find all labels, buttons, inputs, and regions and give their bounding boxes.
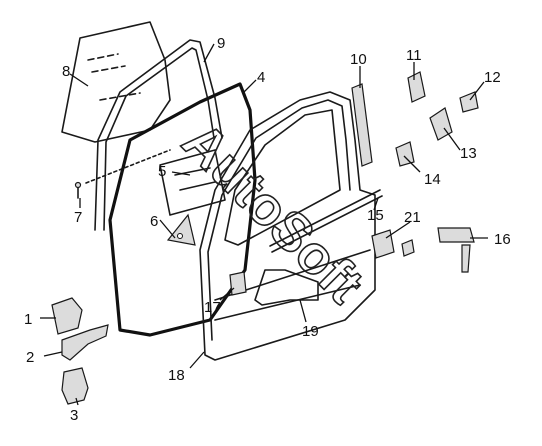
clip-part [74, 149, 171, 199]
plug-part [229, 271, 247, 296]
door-frame [199, 91, 376, 361]
label-16: 16 [494, 231, 511, 248]
label-3: 3 [70, 407, 78, 424]
label-4: 4 [257, 69, 265, 86]
label-13: 13 [460, 145, 477, 162]
lock-part-14 [395, 141, 415, 167]
outer-handle [371, 229, 415, 259]
hinge-upper [51, 297, 83, 335]
lock-cylinder [437, 227, 475, 273]
label-12: 12 [484, 69, 501, 86]
label-11: 11 [406, 47, 422, 64]
label-17: 17 [204, 299, 221, 316]
label-18: 18 [168, 367, 185, 384]
door-glass [61, 21, 171, 143]
bracket-part [166, 213, 196, 246]
label-1: 1 [24, 311, 32, 328]
label-19: 19 [302, 323, 319, 340]
label-2: 2 [26, 349, 34, 366]
label-14: 14 [424, 171, 441, 188]
door-check [61, 324, 109, 361]
label-7: 7 [74, 209, 82, 226]
label-5: 5 [158, 163, 166, 180]
label-15: 15 [367, 207, 384, 224]
lock-part-11 [407, 71, 426, 103]
hinge-lower [61, 367, 89, 405]
door-seal [108, 82, 257, 337]
label-10: 10 [350, 51, 367, 68]
belt-molding [269, 189, 383, 253]
label-9: 9 [217, 35, 225, 52]
label-8: 8 [62, 63, 70, 80]
side-mirror [254, 269, 319, 306]
trim-strip [351, 83, 373, 167]
leader-lines [40, 43, 488, 406]
part-labels: 8 9 4 5 6 7 10 11 12 13 14 15 16 21 17 1… [24, 35, 511, 424]
lock-part-12 [459, 91, 479, 113]
label-6: 6 [150, 213, 158, 230]
label-21: 21 [404, 209, 421, 226]
